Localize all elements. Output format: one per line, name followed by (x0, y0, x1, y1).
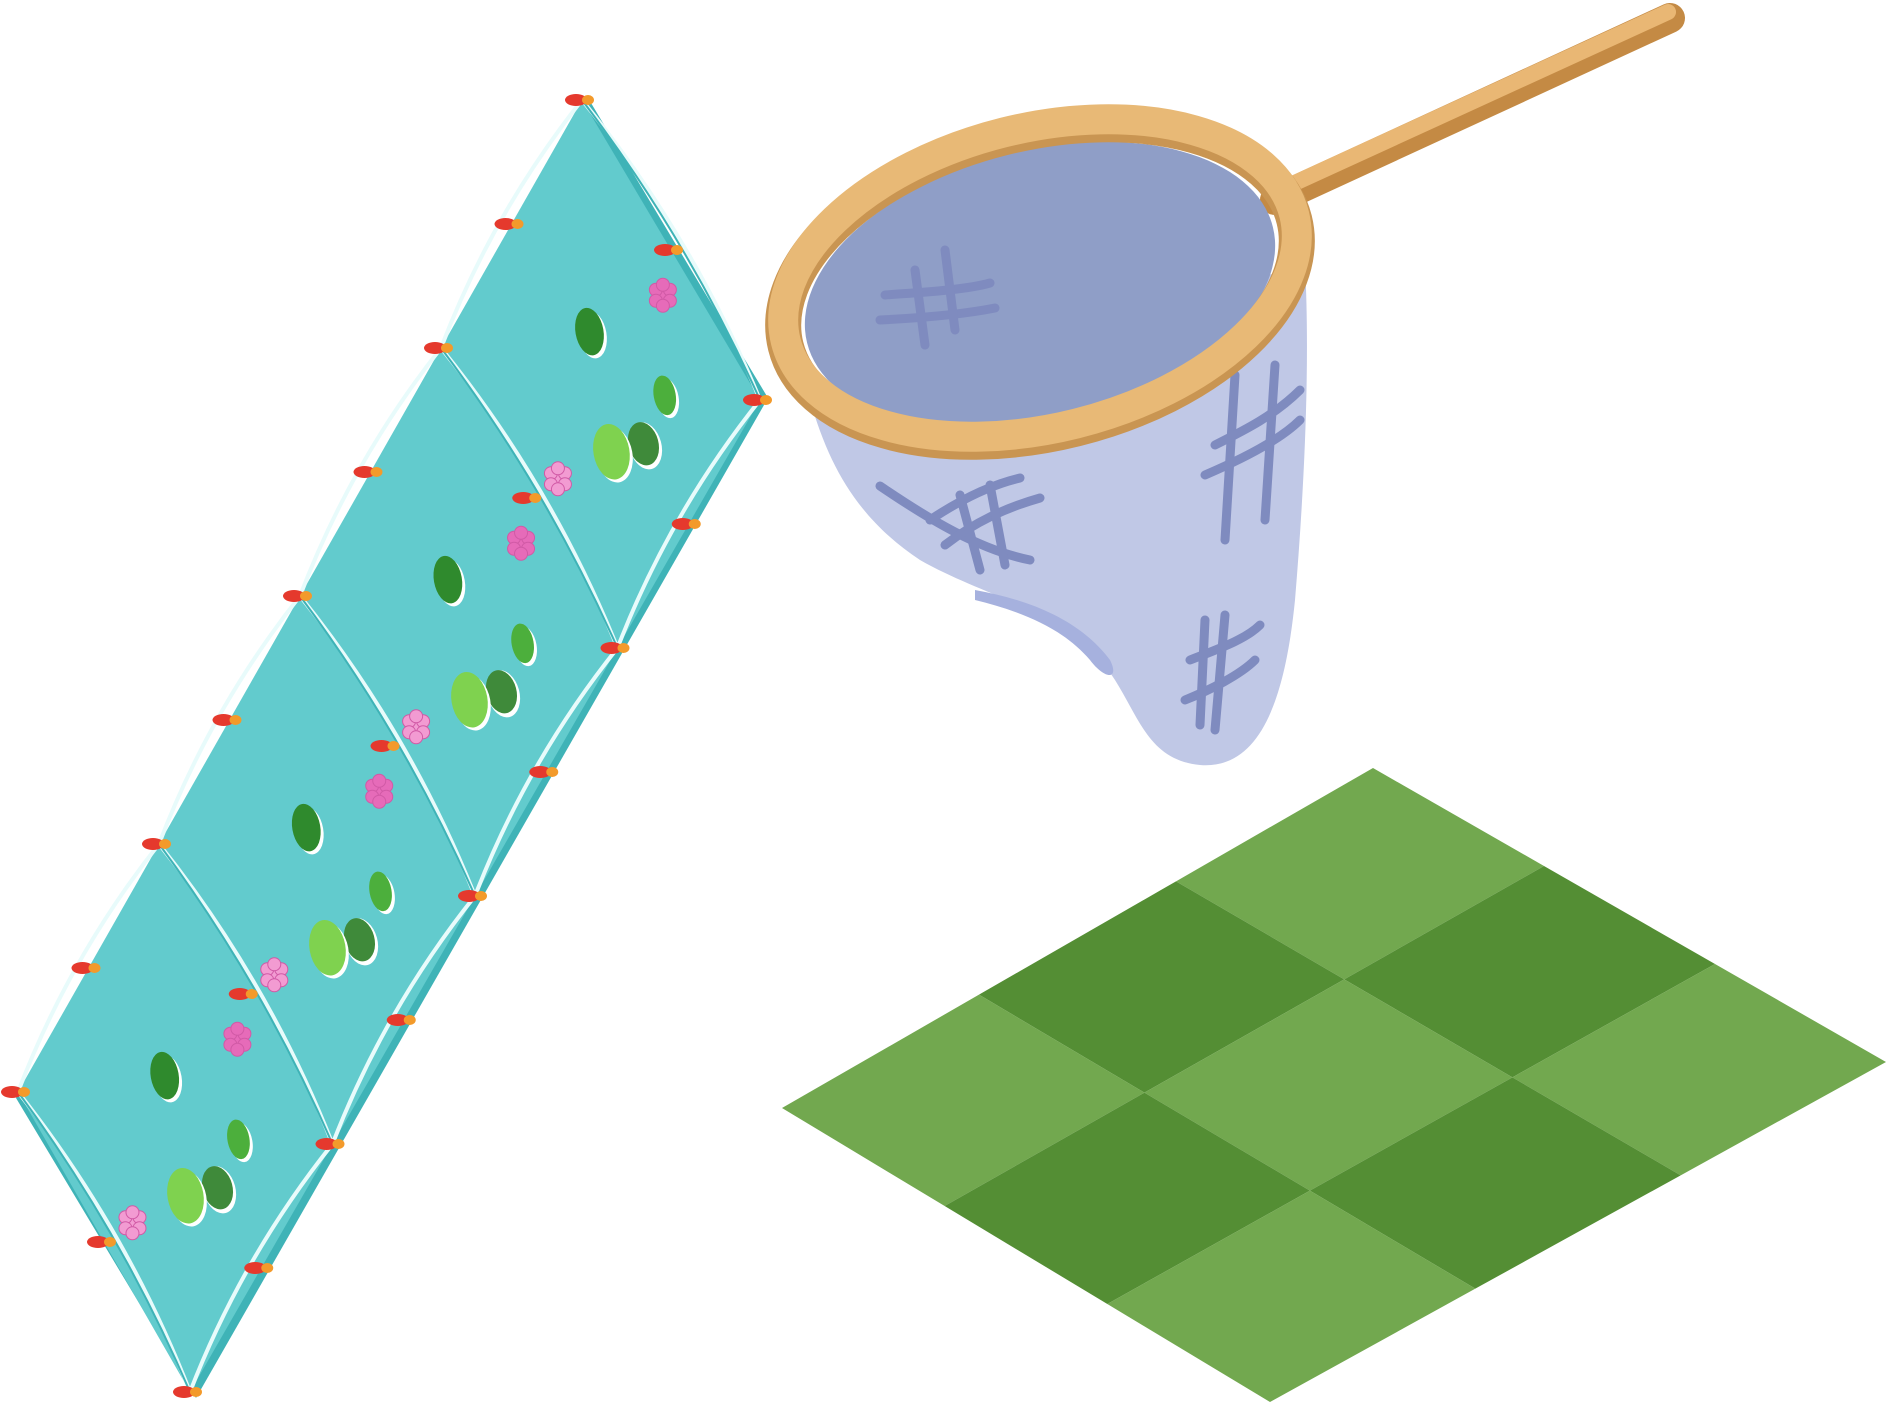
net-rim-inside (804, 141, 1276, 429)
net-divider-thread (157, 842, 335, 1145)
net-float (654, 244, 683, 256)
lotus-flower-icon (543, 461, 572, 497)
net-rim (768, 104, 1312, 452)
net-float (71, 962, 101, 974)
grass-tile-light (1512, 964, 1886, 1176)
net-threads (16, 98, 762, 1393)
net-divider-thread (298, 594, 477, 897)
net-divider-shade (158, 843, 334, 1145)
lily-pad-icon (653, 375, 680, 419)
lily-pad-icon (227, 1119, 253, 1163)
net-floats (1, 94, 772, 1398)
grass-tile-light (1107, 1190, 1476, 1402)
net-divider-shade (440, 347, 619, 649)
pond-net-strip (1, 94, 772, 1398)
lotus-flower-icon (402, 709, 431, 745)
lily-pad-icon (575, 307, 607, 359)
grass-tile-dark (1344, 866, 1715, 1078)
net-divider-shade (581, 99, 761, 401)
lily-pad-pair-icon (167, 1166, 237, 1227)
net-float (512, 492, 542, 504)
lily-pad-icon (433, 555, 466, 607)
grass-tile-dark (1309, 1077, 1681, 1289)
lily-pad-pair-icon (593, 422, 663, 483)
lotus-flower-icon (223, 1021, 252, 1057)
grass-checker-tile (782, 768, 1886, 1402)
lotus-flower-icon (118, 1205, 147, 1241)
net-float (212, 714, 242, 726)
mesh-stitches-inside (875, 245, 1000, 350)
net-handle-highlight (1267, 4, 1676, 200)
net-float (228, 988, 258, 1000)
lily-pad-pair-icon (309, 918, 379, 979)
net-float (87, 1236, 116, 1248)
net-divider-shade (299, 595, 476, 897)
lily-pad-icon (150, 1051, 183, 1103)
net-float (494, 218, 524, 230)
lily-pad-pair-icon (451, 670, 521, 731)
net-divider-thread (439, 346, 620, 649)
lily-pad-icon (291, 803, 324, 855)
mesh-stitches-bag (875, 360, 1305, 735)
net-divider-shade (17, 1091, 191, 1393)
grass-tile-dark (979, 881, 1345, 1093)
net-float (142, 838, 171, 850)
net-float (458, 890, 487, 902)
net-float (244, 1262, 274, 1274)
net-float (1, 1086, 30, 1098)
net-float (529, 766, 559, 778)
grass-tile-light (1144, 979, 1513, 1191)
lotus-flower-icon (260, 957, 289, 993)
net-float (315, 1138, 345, 1150)
lily-pad-icon (511, 623, 537, 667)
net-float (173, 1386, 202, 1398)
net-float (386, 1014, 416, 1026)
net-float (743, 394, 772, 406)
lily-pad-icon (369, 871, 395, 915)
net-divider-thread (580, 98, 762, 401)
butterfly-net-icon (765, 3, 1685, 766)
grass-tile-dark (944, 1092, 1310, 1304)
lotus-flower-icon (365, 773, 394, 809)
net-items (118, 277, 680, 1241)
grass-tile-light (1176, 768, 1544, 980)
net-divider-thread (16, 1090, 192, 1393)
net-float (353, 466, 383, 478)
grass-tile-light (782, 994, 1145, 1206)
lotus-flower-icon (507, 525, 536, 561)
net-float (671, 518, 701, 530)
net-float (424, 342, 453, 354)
net-float (283, 590, 312, 602)
net-mesh-fold (975, 590, 1114, 675)
net-float (370, 740, 400, 752)
net-float (600, 642, 630, 654)
net-float (565, 94, 594, 106)
lotus-flower-icon (648, 277, 677, 313)
